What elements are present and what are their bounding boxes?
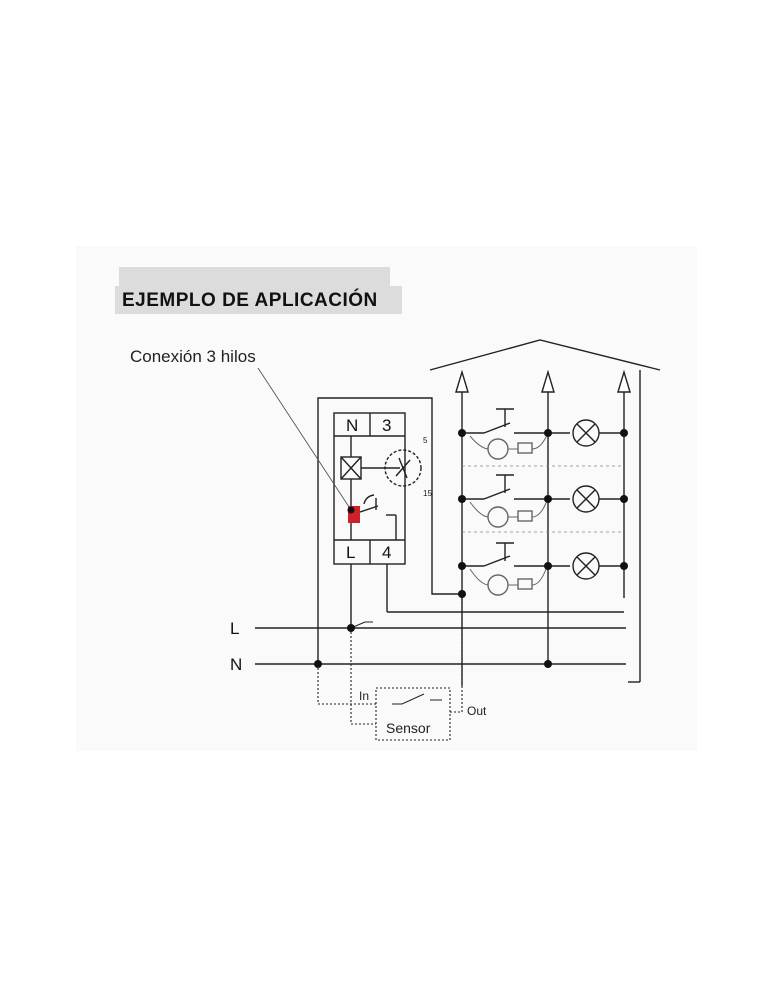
neutral-label: N xyxy=(230,655,242,674)
terminal-l: L xyxy=(346,543,355,562)
timer-min: 5 xyxy=(423,436,428,445)
sensor-box xyxy=(375,687,451,741)
diagram-panel xyxy=(76,246,697,751)
callout-leader xyxy=(257,367,352,511)
house-outline xyxy=(429,339,661,371)
timer-max: 15 xyxy=(423,489,432,498)
terminal-4: 4 xyxy=(382,543,391,562)
diagram-title: EJEMPLO DE APLICACIÓN xyxy=(122,290,378,311)
callout-label: Conexión 3 hilos xyxy=(130,347,256,366)
arrow-up-icon xyxy=(541,369,555,393)
sensor-input-label: In xyxy=(359,689,369,703)
title-bar xyxy=(115,286,402,314)
arrow-up-icon xyxy=(455,369,469,393)
sensor-label: Sensor xyxy=(386,720,431,736)
row-2 xyxy=(462,474,624,528)
sensor-output-label: Out xyxy=(467,704,487,718)
terminal-3: 3 xyxy=(382,416,391,435)
junction-dots xyxy=(314,429,628,668)
timer-dial-icon xyxy=(384,449,422,487)
row-3 xyxy=(462,542,624,596)
terminal-n: N xyxy=(346,416,358,435)
row-1 xyxy=(462,408,624,460)
arrow-up-icon xyxy=(617,369,631,393)
live-label: L xyxy=(230,619,239,638)
title-bar-accent xyxy=(119,267,390,287)
